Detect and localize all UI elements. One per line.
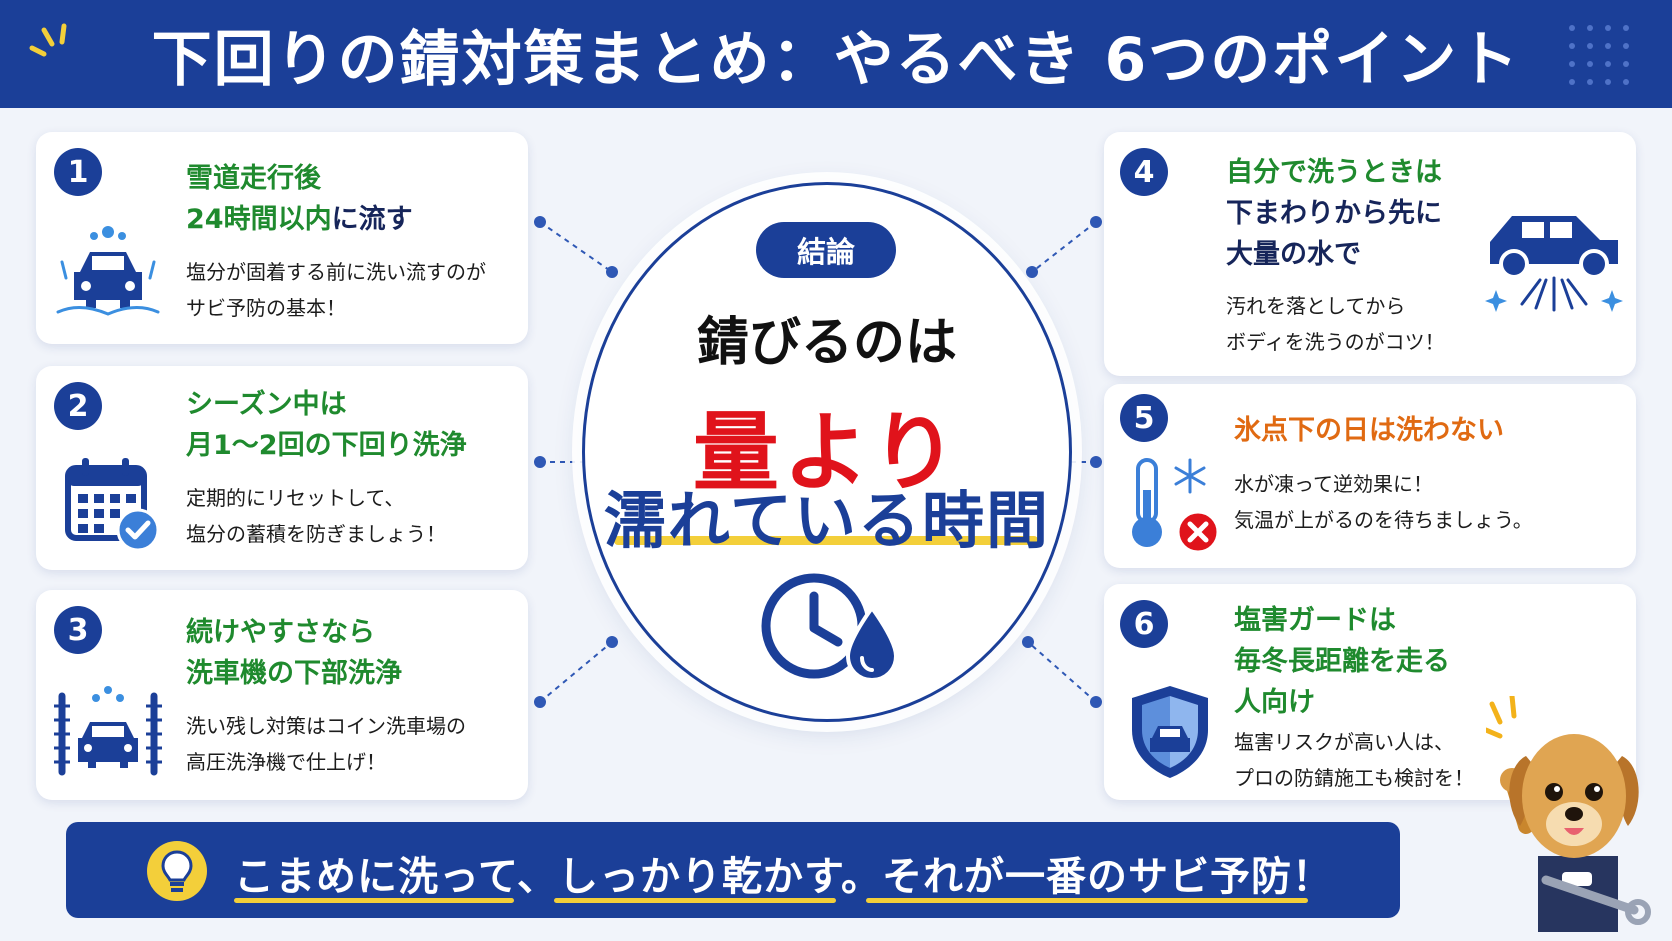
point-card-1: [36, 132, 528, 344]
car-wash-spray-icon: [56, 226, 160, 316]
point-body-3: 洗い残し対策はコイン洗車場の 高圧洗浄機で仕上げ！: [186, 714, 466, 774]
point-number-2: 2: [54, 382, 102, 430]
summary-underline-1: [234, 898, 514, 903]
summary-underline-2: [554, 898, 836, 903]
page-title: 下回りの錆対策まとめ：やるべき 6つのポイント: [151, 24, 1521, 95]
point-number-5: 5: [1120, 394, 1168, 442]
point-title-3: 続けやすさなら 洗車機の下部洗浄: [186, 617, 402, 689]
summary-underline-3: [866, 898, 1308, 903]
shield-car-icon: [1132, 686, 1208, 778]
conclusion-line-2: 量より: [692, 403, 962, 503]
point-title-4: 自分で洗うときは 下まわりから先に 大量の水で: [1226, 157, 1442, 270]
car-underbody-spray-icon: [1485, 216, 1623, 312]
point-title-5: 氷点下の日は洗わない: [1234, 415, 1504, 446]
clock-water-drop-icon: [761, 573, 899, 683]
light-bulb-icon: [147, 841, 207, 901]
conclusion-line-1: 錆びるのは: [696, 313, 957, 373]
point-number-1: 1: [54, 148, 102, 196]
dot-pattern-icon: [1569, 25, 1629, 85]
point-number-3: 3: [54, 606, 102, 654]
point-body-1: 塩分が固着する前に洗い流すのが サビ予防の基本！: [186, 260, 486, 320]
point-title-2: シーズン中は 月1〜2回の下回り洗浄: [186, 389, 467, 461]
conclusion-badge: 結論: [756, 222, 896, 278]
point-body-2: 定期的にリセットして、 塩分の蓄積を防ぎましょう！: [186, 486, 446, 546]
point-body-5: 水が凍って逆効果に！ 気温が上がるのを待ちましょう。: [1234, 472, 1533, 532]
point-number-6: 6: [1120, 600, 1168, 648]
calendar-check-icon: [65, 458, 160, 552]
summary-banner: こまめに洗って、しっかり乾かす。それが一番のサビ予防！: [66, 822, 1400, 918]
car-wash-brush-icon: [54, 686, 162, 776]
conclusion-underline: [614, 536, 1038, 545]
sparkle-icon: [29, 23, 67, 57]
point-title-1: 雪道走行後 24時間以内に流す: [186, 163, 413, 235]
conclusion-line-3: 濡れている時間: [603, 484, 1051, 557]
header-banner: 下回りの錆対策まとめ：やるべき 6つのポイント: [0, 0, 1672, 108]
dog-mechanic-mascot: [1486, 696, 1651, 932]
point-title-6: 塩害ガードは 毎冬長距離を走る 人向け: [1234, 605, 1450, 718]
point-number-4: 4: [1120, 148, 1168, 196]
summary-text: こまめに洗って、しっかり乾かす。それが一番のサビ予防！: [234, 854, 1333, 900]
thermometer-snow-cross-icon: [1132, 458, 1220, 554]
point-body-6: 塩害リスクが高い人は、 プロの防錆施工も検討を！: [1234, 730, 1474, 790]
point-body-4: 汚れを落としてから ボディを洗うのがコツ！: [1226, 294, 1445, 354]
